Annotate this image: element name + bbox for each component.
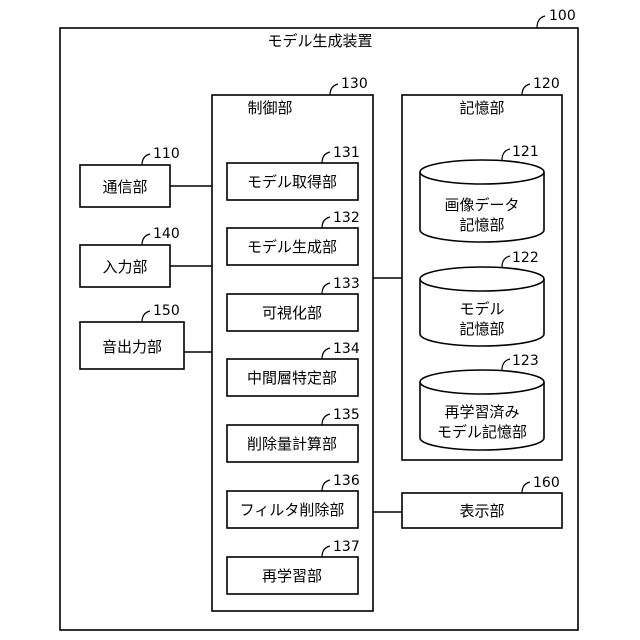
- cylinder-label-line2: 記憶部: [459, 216, 504, 234]
- cylinder-ref: 123: [512, 353, 539, 369]
- communication-unit-label: 通信部: [102, 178, 147, 196]
- storage-ref: 120: [533, 76, 560, 92]
- cylinder-top: [420, 267, 544, 291]
- storage-unit-title: 記憶部: [459, 99, 504, 117]
- display-unit-label: 表示部: [459, 502, 504, 520]
- subunit-label: 可視化部: [262, 304, 322, 322]
- cylinder-label-line1: 再学習済み: [444, 403, 519, 421]
- audio-output-unit-label: 音出力部: [102, 338, 162, 356]
- audio-output-ref: 150: [153, 303, 180, 319]
- cylinder-top: [420, 370, 544, 394]
- subunit-label: 削除量計算部: [247, 435, 337, 453]
- cylinder-label-line1: モデル: [459, 300, 504, 318]
- device-ref-leader: [537, 16, 545, 28]
- device-ref: 100: [549, 8, 576, 24]
- cylinder-ref: 122: [512, 250, 539, 266]
- cylinder-label-line2: 記憶部: [459, 320, 504, 338]
- cylinder-label-line1: 画像データ: [444, 196, 519, 214]
- subunit-label: モデル生成部: [247, 238, 337, 256]
- cylinder-label-line2: モデル記憶部: [437, 423, 527, 441]
- device-title: モデル生成装置: [267, 32, 372, 50]
- subunit-ref: 133: [333, 276, 360, 292]
- subunit-ref: 137: [333, 539, 360, 555]
- subunit-label: モデル取得部: [247, 173, 337, 191]
- cylinder-top: [420, 160, 544, 184]
- display-ref: 160: [533, 475, 560, 491]
- cylinder-ref: 121: [512, 144, 539, 160]
- subunit-ref: 136: [333, 473, 360, 489]
- subunit-ref: 132: [333, 210, 360, 226]
- subunit-label: 中間層特定部: [247, 369, 337, 387]
- input-unit-label: 入力部: [102, 258, 147, 276]
- subunit-label: フィルタ削除部: [240, 501, 345, 519]
- subunit-ref: 135: [333, 407, 360, 423]
- subunit-ref: 131: [333, 145, 360, 161]
- input-ref: 140: [153, 226, 180, 242]
- communication-ref: 110: [153, 146, 180, 162]
- control-unit-title: 制御部: [247, 99, 292, 117]
- control-ref: 130: [341, 76, 368, 92]
- control-unit: 制御部 130 モデル取得部 131 モデル生成部 132 可視化部 133 中…: [212, 76, 373, 611]
- storage-unit: 記憶部 120 画像データ 記憶部 121 モデル 記憶部 122 再学習済み …: [402, 76, 562, 460]
- subunit-ref: 134: [333, 341, 360, 357]
- subunit-label: 再学習部: [262, 567, 322, 585]
